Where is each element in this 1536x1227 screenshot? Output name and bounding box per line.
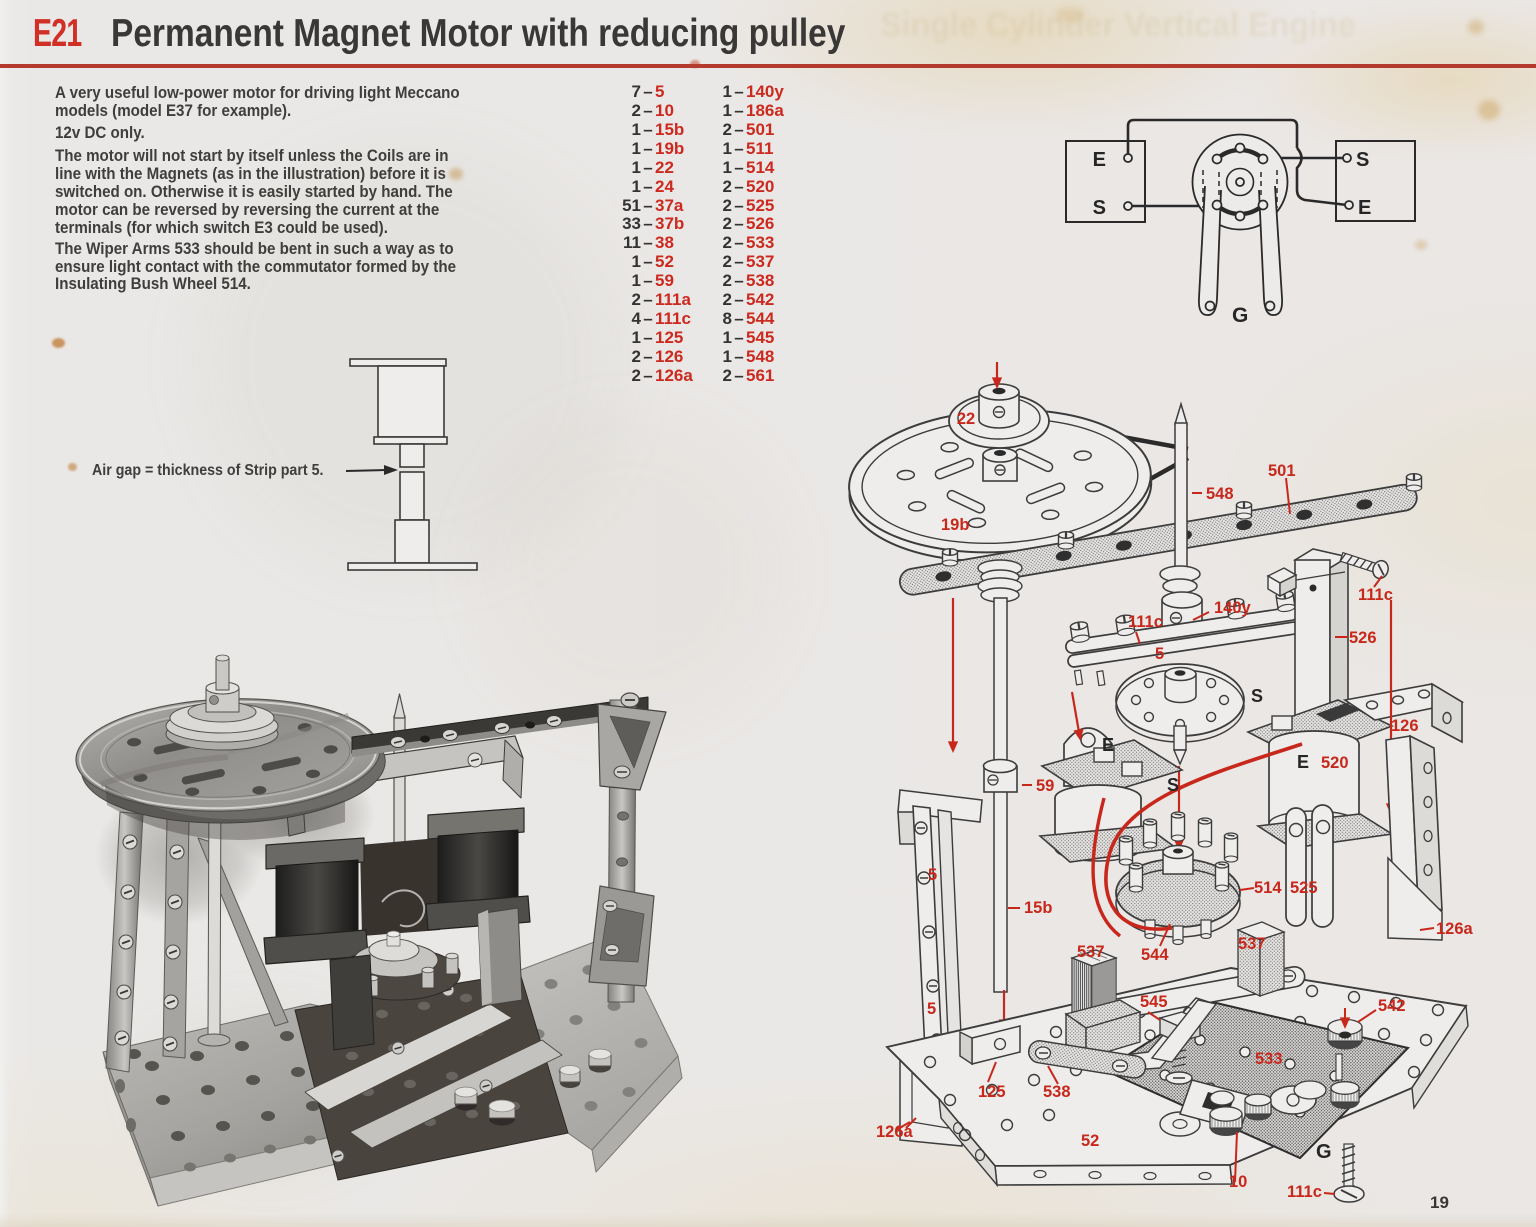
svg-text:E: E (1358, 197, 1371, 219)
svg-text:S: S (1093, 197, 1106, 219)
svg-text:52: 52 (1081, 1132, 1099, 1150)
svg-text:111c: 111c (1287, 1183, 1322, 1201)
svg-text:514: 514 (1254, 879, 1282, 897)
svg-text:111c: 111c (1128, 613, 1163, 631)
svg-text:525: 525 (1290, 879, 1318, 897)
svg-text:15b: 15b (1024, 899, 1052, 917)
svg-text:G: G (1232, 304, 1248, 327)
svg-text:5: 5 (1155, 645, 1164, 663)
svg-text:538: 538 (1043, 1083, 1071, 1101)
svg-text:542: 542 (1378, 997, 1406, 1015)
svg-text:E: E (1297, 752, 1309, 772)
svg-text:537: 537 (1238, 935, 1266, 953)
svg-text:S: S (1251, 686, 1263, 706)
svg-text:5: 5 (927, 1000, 936, 1018)
svg-text:526: 526 (1349, 629, 1377, 647)
svg-text:544: 544 (1141, 946, 1169, 964)
svg-text:S: S (1356, 149, 1369, 171)
svg-text:126a: 126a (876, 1123, 914, 1141)
svg-text:140y: 140y (1214, 599, 1252, 617)
svg-text:126: 126 (1391, 717, 1419, 735)
svg-text:125: 125 (978, 1083, 1006, 1101)
svg-text:126a: 126a (1436, 920, 1474, 938)
svg-text:548: 548 (1206, 485, 1234, 503)
svg-text:111c: 111c (1358, 586, 1393, 604)
svg-text:E: E (1093, 149, 1106, 171)
svg-text:533: 533 (1255, 1050, 1283, 1068)
svg-text:G: G (1316, 1141, 1332, 1163)
svg-text:10: 10 (1229, 1173, 1247, 1191)
svg-text:E: E (1102, 735, 1114, 755)
svg-text:537: 537 (1077, 943, 1105, 961)
svg-text:59: 59 (1036, 777, 1054, 795)
svg-text:22: 22 (957, 410, 975, 428)
svg-text:501: 501 (1268, 462, 1296, 480)
svg-text:19b: 19b (941, 516, 969, 534)
svg-text:520: 520 (1321, 754, 1349, 772)
svg-text:545: 545 (1140, 993, 1168, 1011)
svg-text:5: 5 (928, 866, 937, 884)
svg-text:S: S (1167, 775, 1179, 795)
